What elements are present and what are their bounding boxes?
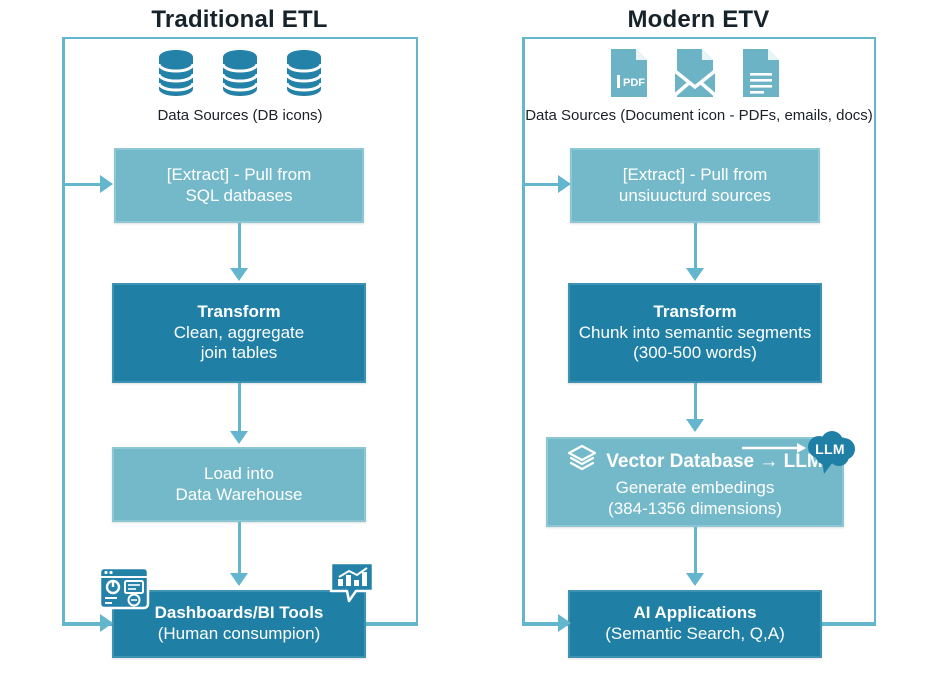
database-icon [219,49,261,102]
source-caption-traditional: Data Sources (DB icons) [157,107,323,124]
step-box-output-modern[interactable]: AI Applications (Semantic Search, Q,A) [568,590,822,658]
email-envelope-icon [673,47,717,104]
arrow-head-icon [558,175,571,193]
feedback-rail-modern [522,37,525,626]
arrow-head-icon [686,573,704,586]
step-line: Data Warehouse [175,484,303,504]
arrow-head-icon [230,268,248,281]
step-box-extract-traditional[interactable]: [Extract] - Pull from SQL datbases [114,148,364,223]
arrow-head-icon [686,268,704,281]
connector-transform-to-vector-modern [694,383,697,421]
step-box-load-traditional[interactable]: Load into Data Warehouse [112,447,366,522]
step-title: Transform [197,301,281,321]
source-caption-modern: Data Sources (Document icon - PDFs, emai… [525,107,873,124]
feedback-rail-traditional [62,37,65,626]
step-box-output-traditional[interactable]: Dashboards/BI Tools (Human consumpion) [112,590,366,658]
database-icon [155,49,197,102]
step-box-transform-traditional[interactable]: Transform Clean, aggregate join tables [112,283,366,383]
step-line: [Extract] - Pull from [622,164,768,184]
step-box-vector-modern[interactable]: Vector Database → LLM Generate embedings… [546,437,844,527]
step-title: Dashboards/BI Tools [154,603,324,623]
arrow-head-icon [686,419,704,432]
vector-to-llm-arrow-icon [742,441,808,453]
layers-stack-icon [567,444,597,478]
step-title: Vector Database → LLM [606,450,823,472]
step-line: [Extract] - Pull from [166,164,312,184]
chart-bubble-icon [328,560,376,611]
arrow-head-icon [558,614,571,632]
arrow-head-icon [100,614,113,632]
step-box-transform-modern[interactable]: Transform Chunk into semantic segments (… [568,283,822,383]
connector-extract-to-transform-modern [694,223,697,270]
step-line: unsiuucturd sources [618,185,772,205]
svg-text:PDF: PDF [623,77,645,89]
arrow-head-icon [100,175,113,193]
dashboard-panel-icon [98,566,150,615]
step-line: Chunk into semantic segments [578,322,812,342]
database-icon [283,49,325,102]
connector-extract-to-transform-traditional [238,223,241,270]
arrow-head-icon [230,431,248,444]
step-line: (Semantic Search, Q,A) [605,624,785,643]
vector-db-headline: Vector Database → LLM [567,444,823,478]
llm-badge-label: LLM [815,441,845,457]
step-box-extract-modern[interactable]: [Extract] - Pull from unsiuucturd source… [570,148,820,223]
source-icons-modern: PDF [595,47,795,104]
step-line: Generate embedings [615,478,775,498]
column-title-modern: Modern ETV [627,6,770,33]
feedback-branch-to-extract-modern [522,183,564,186]
step-title: Transform [653,301,737,321]
step-line: SQL datbases [185,185,293,205]
step-line: Load into [204,463,274,483]
step-line: (300-500 words) [633,343,757,363]
connector-transform-to-load-traditional [238,383,241,433]
connector-load-to-output-traditional [238,522,241,575]
feedback-branch-to-output-modern [522,622,564,625]
feedback-branch-to-extract-traditional [62,183,104,186]
document-lines-icon [739,47,783,104]
step-title: AI Applications [633,603,757,623]
output-return-rail-modern [822,622,876,625]
pdf-file-icon: PDF [607,47,651,104]
column-title-traditional: Traditional ETL [151,6,328,33]
step-line: Clean, aggregate [173,322,305,342]
source-icons-traditional [140,49,340,102]
feedback-branch-to-output-traditional [62,622,104,625]
step-line: (384-1356 dimensions) [608,498,782,518]
connector-vector-to-output-modern [694,527,697,575]
step-line: (Human consumpion) [157,624,321,643]
llm-badge: LLM [802,430,858,476]
arrow-head-icon [230,573,248,586]
step-line: join tables [200,343,278,363]
output-return-rail-traditional [366,622,418,625]
